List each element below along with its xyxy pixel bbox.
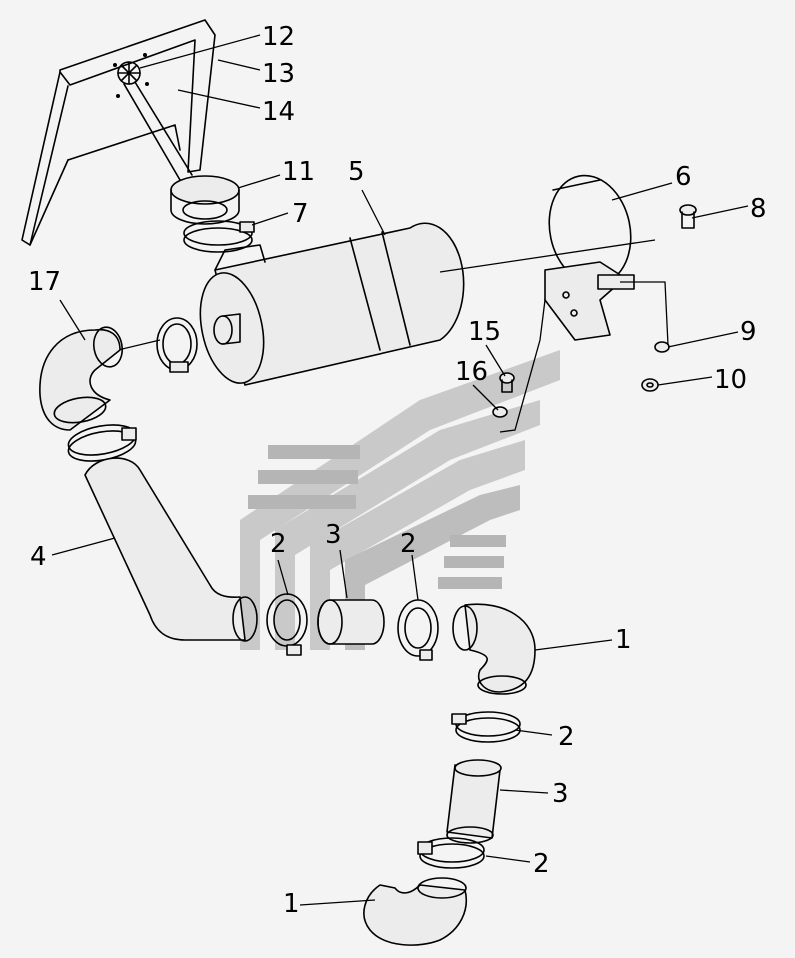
muffler [199,222,465,386]
clamp-middle-right [397,599,439,661]
mounting-plate [21,19,216,246]
elbow-lower [363,877,467,946]
clamp-upper [183,220,255,253]
clamp-elbow-outlet [67,424,137,462]
callout-3-lower: 3 [552,779,569,809]
callout-15: 15 [468,317,501,347]
callout-13: 13 [262,59,295,89]
callout-1-middle: 1 [615,625,632,655]
callout-14: 14 [262,97,295,127]
nut [641,378,659,392]
washer [654,341,670,353]
clamp-lower-lower [417,837,485,869]
long-pipe [84,457,258,642]
callout-7: 7 [292,199,309,229]
callout-2-middle-right: 2 [400,529,417,559]
callout-6: 6 [675,162,692,192]
callout-10: 10 [714,365,747,395]
callout-9: 9 [740,317,757,347]
sleeve-lower [446,759,502,844]
callout-12: 12 [262,22,295,52]
callout-2-lower-lower: 2 [533,849,550,879]
watermark-logo [240,350,560,650]
callout-3-middle: 3 [325,520,342,550]
strap-band [544,174,635,341]
rain-cap [170,175,240,225]
assembly-lines [117,239,669,433]
sleeve-middle [317,599,385,645]
elbow-middle [452,603,536,695]
callout-8: 8 [750,194,767,224]
small-nut [492,406,508,418]
callout-labels: 12 13 14 11 7 5 6 8 17 15 16 9 10 4 2 3 … [28,22,767,919]
callout-5: 5 [348,157,365,187]
upper-elbow [39,326,124,431]
callout-11: 11 [282,157,315,187]
callout-17: 17 [28,267,61,297]
clamp-elbow-inlet [156,317,198,373]
clamp-lower-upper [451,711,521,743]
clamp-middle-left [266,593,308,656]
callout-2-middle-left: 2 [270,529,287,559]
callout-16: 16 [455,357,488,387]
small-bolt [499,372,515,393]
callout-1-lower: 1 [283,889,300,919]
callout-2-lower-upper: 2 [558,722,575,752]
bolt [679,204,697,229]
callout-4: 4 [30,542,47,572]
leader-lines [51,34,749,906]
